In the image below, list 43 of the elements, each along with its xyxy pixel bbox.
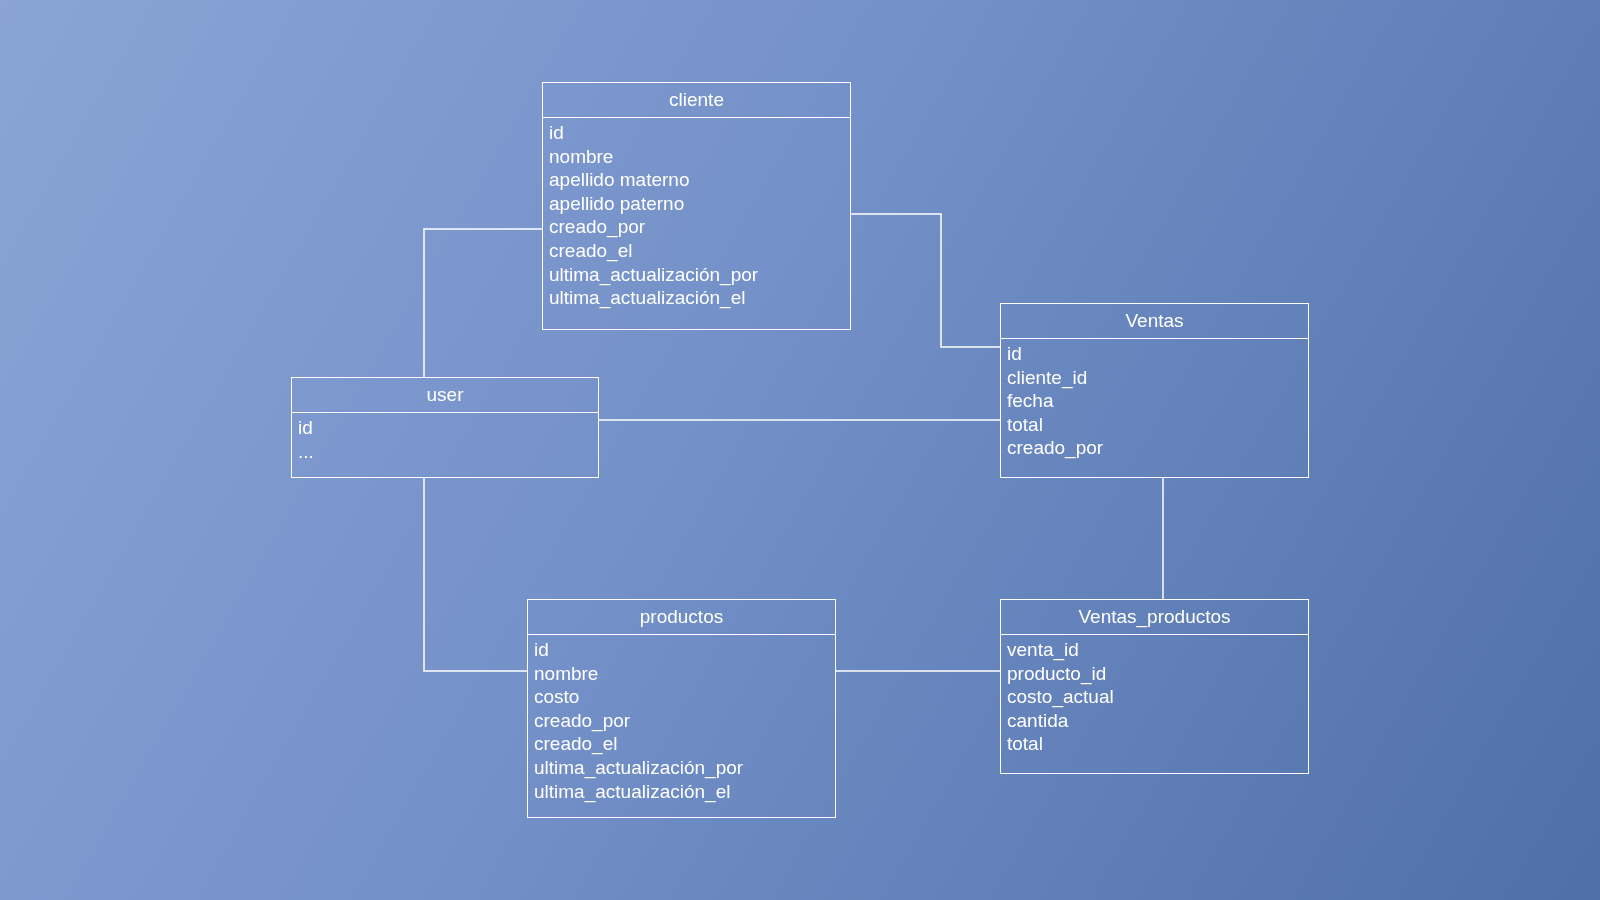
field-name: ultima_actualización_el bbox=[534, 779, 731, 804]
field-name: producto_id bbox=[1007, 661, 1107, 686]
field-name: total bbox=[1007, 412, 1043, 437]
table-box bbox=[542, 82, 851, 330]
field-name: costo bbox=[534, 685, 580, 709]
connector-line bbox=[423, 228, 543, 378]
connector-line bbox=[598, 419, 1001, 421]
table-title: productos bbox=[528, 600, 835, 635]
table-box bbox=[291, 377, 599, 478]
field-name: cliente_id bbox=[1007, 365, 1088, 390]
field-name: creado_el bbox=[534, 732, 618, 756]
table-title: Ventas bbox=[1001, 304, 1308, 339]
connector-line bbox=[835, 670, 1001, 672]
field-name: creado_por bbox=[534, 708, 631, 733]
field-name: creado_por bbox=[1007, 436, 1104, 460]
field-name: costo_actual bbox=[1007, 685, 1114, 709]
field-name: apellido materno bbox=[549, 168, 690, 192]
field-name: total bbox=[1007, 732, 1043, 756]
connector-line bbox=[1162, 477, 1164, 600]
field-name: ultima_actualización_por bbox=[534, 755, 744, 780]
field-name: id bbox=[549, 121, 564, 145]
field-name: creado_el bbox=[549, 238, 633, 263]
connector-line bbox=[850, 213, 1001, 348]
table-box bbox=[527, 599, 836, 818]
field-name: id bbox=[534, 638, 549, 662]
table-box bbox=[1000, 303, 1309, 478]
field-name: id bbox=[1007, 342, 1022, 366]
field-name: ... bbox=[298, 439, 314, 464]
field-name: creado_por bbox=[549, 215, 646, 239]
connector-line bbox=[423, 477, 528, 672]
table-box bbox=[1000, 599, 1309, 774]
field-name: fecha bbox=[1007, 389, 1054, 413]
table-title: Ventas_productos bbox=[1001, 600, 1308, 635]
field-name: venta_id bbox=[1007, 638, 1079, 662]
field-name: nombre bbox=[549, 144, 614, 169]
field-name: nombre bbox=[534, 661, 599, 686]
field-name: ultima_actualización_el bbox=[549, 286, 746, 310]
table-title: cliente bbox=[543, 83, 850, 118]
field-name: apellido paterno bbox=[549, 191, 685, 216]
table-title: user bbox=[292, 378, 598, 413]
field-name: id bbox=[298, 416, 313, 440]
field-name: ultima_actualización_por bbox=[549, 262, 759, 287]
field-name: cantida bbox=[1007, 708, 1069, 733]
